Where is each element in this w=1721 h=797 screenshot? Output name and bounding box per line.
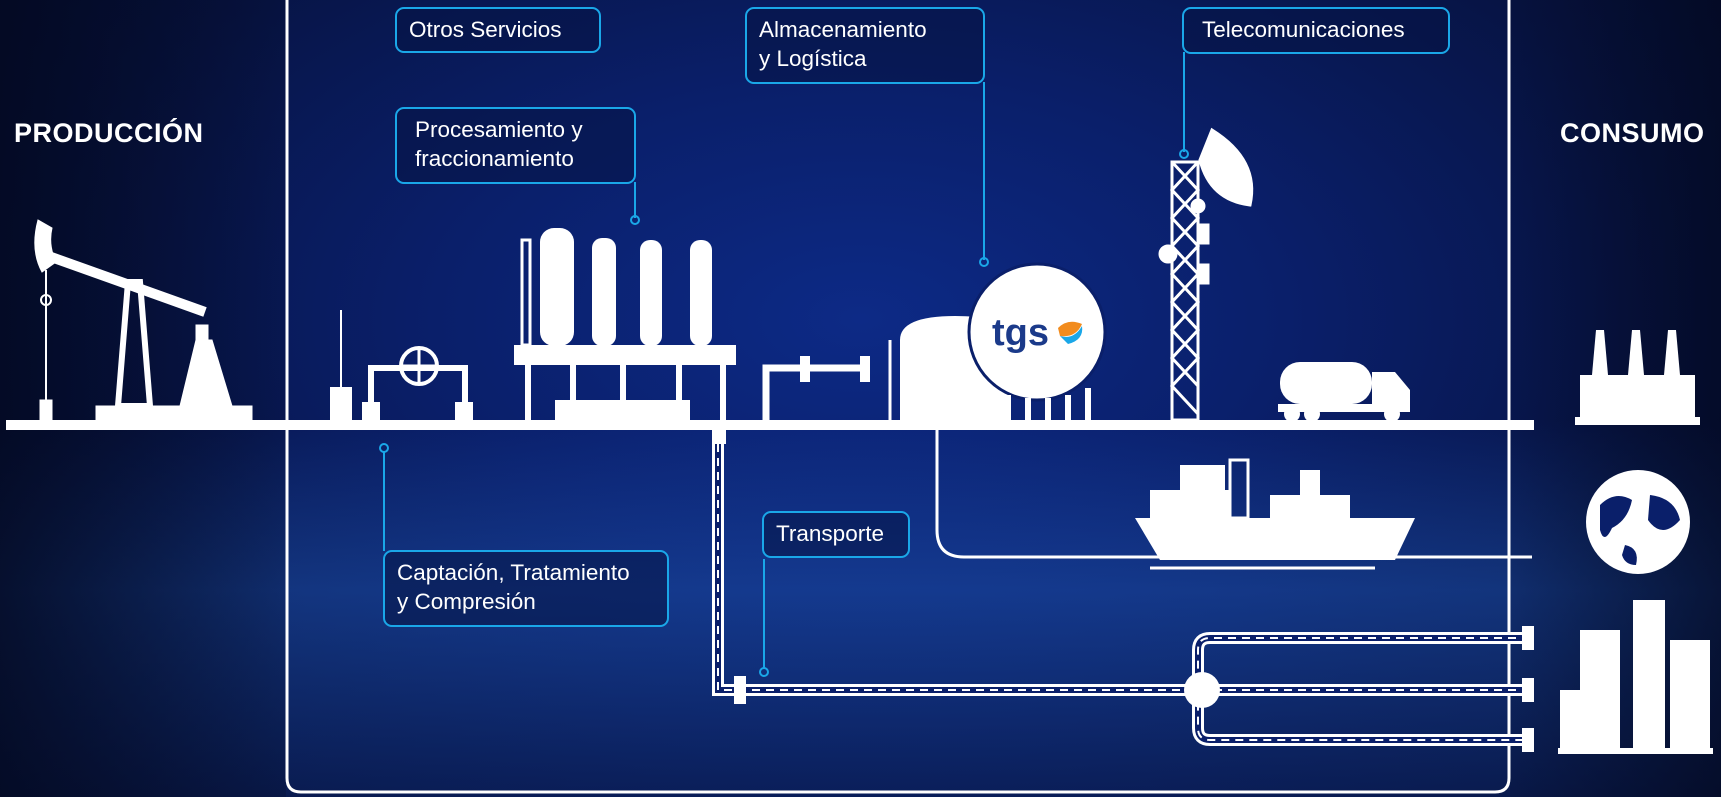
heading-consumo: CONSUMO <box>1560 118 1705 148</box>
label-telecom: Telecomunicaciones <box>1182 7 1450 54</box>
transport-pipeline <box>712 430 1534 752</box>
callout-leaders <box>379 52 1189 677</box>
central-frame <box>285 0 1511 794</box>
valve-station-icon <box>330 310 473 423</box>
left-shade <box>0 0 286 797</box>
tgs-logo-mark <box>1058 321 1082 337</box>
tgs-logo-text: tgs <box>992 312 1049 354</box>
label-almacenamiento: Almacenamiento y Logística <box>745 7 985 84</box>
globe-icon <box>1586 470 1690 574</box>
processing-plant-icon <box>514 228 736 420</box>
label-transporte: Transporte <box>762 511 910 558</box>
label-otros-servicios: Otros Servicios <box>395 7 601 53</box>
storage-tank-icon <box>762 262 1107 420</box>
label-captacion: Captación, Tratamiento y Compresión <box>383 550 669 627</box>
label-procesamiento: Procesamiento y fraccionamiento <box>395 107 636 184</box>
city-icon <box>1558 600 1713 754</box>
ground-line <box>6 420 1534 430</box>
cargo-ship-icon <box>1135 458 1415 570</box>
heading-produccion: PRODUCCIÓN <box>14 118 204 148</box>
factory-icon <box>1575 330 1700 425</box>
telecom-tower-icon <box>1158 127 1254 422</box>
tanker-truck-icon <box>1278 362 1410 422</box>
export-pipeline <box>935 430 1532 559</box>
oil-pumpjack-icon <box>34 219 253 421</box>
